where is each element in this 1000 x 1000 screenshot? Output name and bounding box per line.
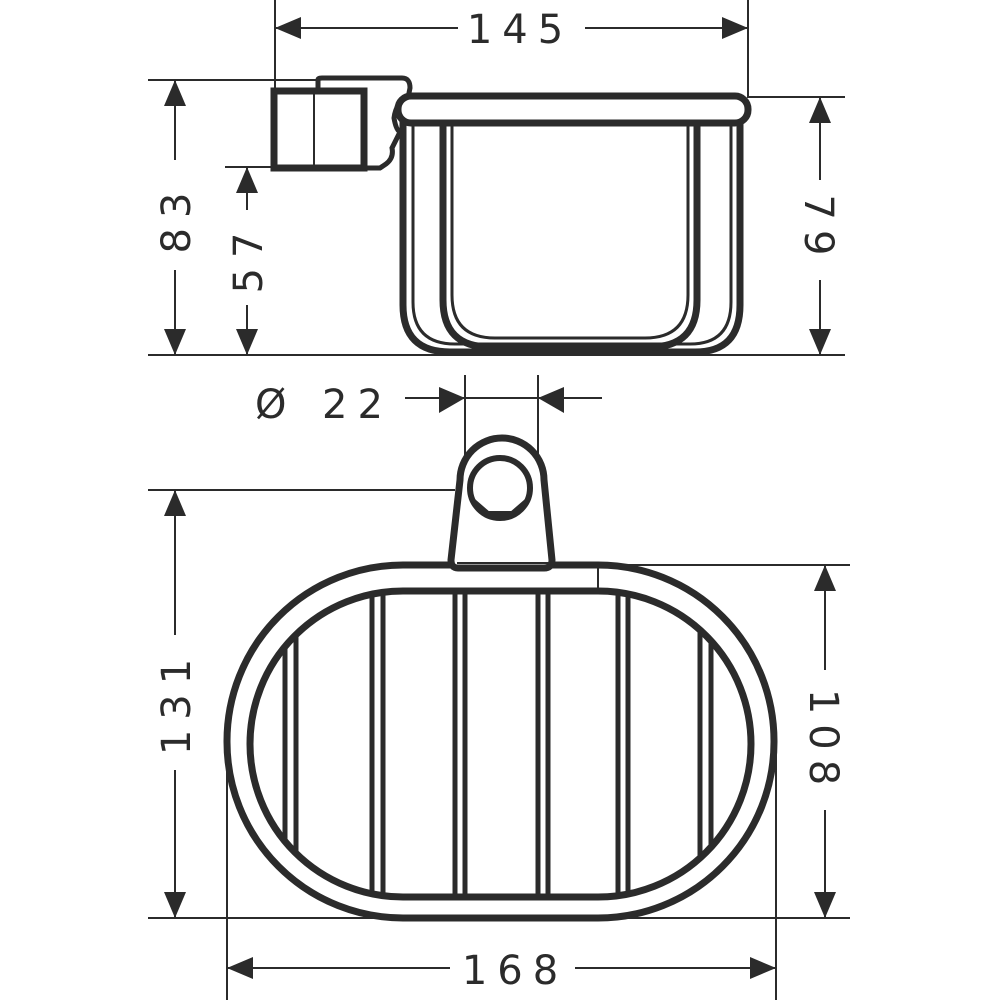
dim-label-57: 57 (226, 223, 272, 294)
dim-168: 168 (226, 740, 777, 1000)
dim-label-108: 108 (800, 689, 846, 795)
dim-57: 57 (225, 166, 275, 355)
basket-inner-wire-line (450, 122, 690, 340)
arrow-right-icon (722, 17, 748, 39)
dim-label-131: 131 (154, 649, 200, 755)
arrow-left-icon (275, 17, 301, 39)
diameter-symbol: Ø (255, 382, 296, 428)
basket-inner-oval (246, 587, 755, 901)
basket-outer (399, 118, 744, 356)
dim-79: 79 (748, 96, 845, 355)
basket-rim (394, 92, 752, 127)
dim-diameter-22: Ø 22 (255, 375, 602, 460)
dim-label-22: 22 (322, 382, 393, 428)
basket-inner-wire (439, 122, 701, 351)
dim-108: 108 (600, 564, 850, 918)
dim-83: 83 (148, 79, 318, 355)
dim-label-168: 168 (462, 948, 568, 994)
clamp-grip (471, 498, 529, 515)
top-view (223, 434, 778, 922)
side-view (270, 75, 752, 356)
dim-label-79: 79 (795, 195, 841, 266)
dim-label-145: 145 (467, 7, 573, 53)
dim-145: 145 (274, 0, 749, 98)
clamp-block (270, 87, 368, 172)
rail-circle-icon (467, 455, 533, 521)
dim-131: 131 (148, 489, 850, 919)
dim-label-83: 83 (154, 183, 200, 254)
